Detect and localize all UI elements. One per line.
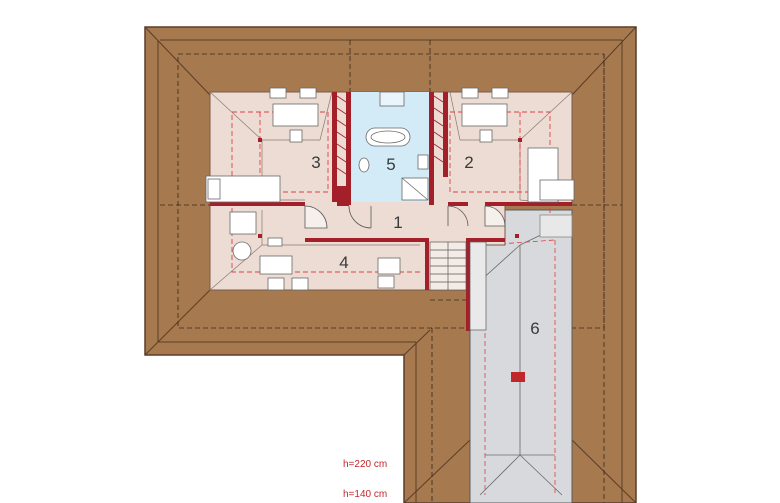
staircase [429,241,487,331]
rooms: 3 5 2 1 4 [205,87,575,331]
desk-room-2 [461,103,508,127]
garage-attic: 6 [469,209,573,503]
desk-room-4 [259,255,293,275]
round-table [232,241,252,261]
height-label-220: h=220 cm [343,459,387,470]
toilet [358,157,370,173]
room-number-6: 6 [530,319,539,338]
room-number-3: 3 [311,153,320,172]
armchair [229,211,257,235]
chimney [511,372,525,382]
room-number-1: 1 [393,213,402,232]
room-number-5: 5 [386,155,395,174]
height-label-140: h=140 cm [343,489,387,500]
room-number-2: 2 [464,153,473,172]
room-number-4: 4 [339,253,348,272]
desk-room-3 [272,103,319,127]
